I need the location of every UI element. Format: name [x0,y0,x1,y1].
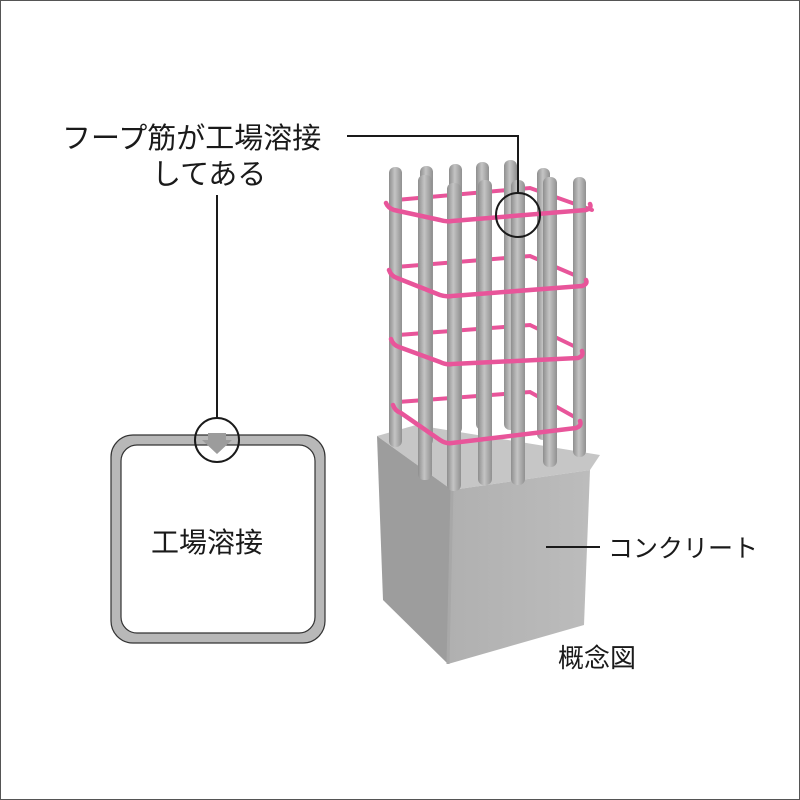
hoop-cross-section [110,434,326,644]
callout-text-line2: してある [152,157,267,191]
diagram-caption: 概念図 [558,644,637,674]
hoops-front [383,200,593,446]
leader-line-column [347,135,519,193]
rebars-front [389,167,586,491]
hoops-back [394,185,594,422]
concrete-label: コンクリート [608,534,759,563]
cross-section-label: 工場溶接 [151,526,264,559]
callout-text-line1: フープ筋が工場溶接 [62,121,322,155]
